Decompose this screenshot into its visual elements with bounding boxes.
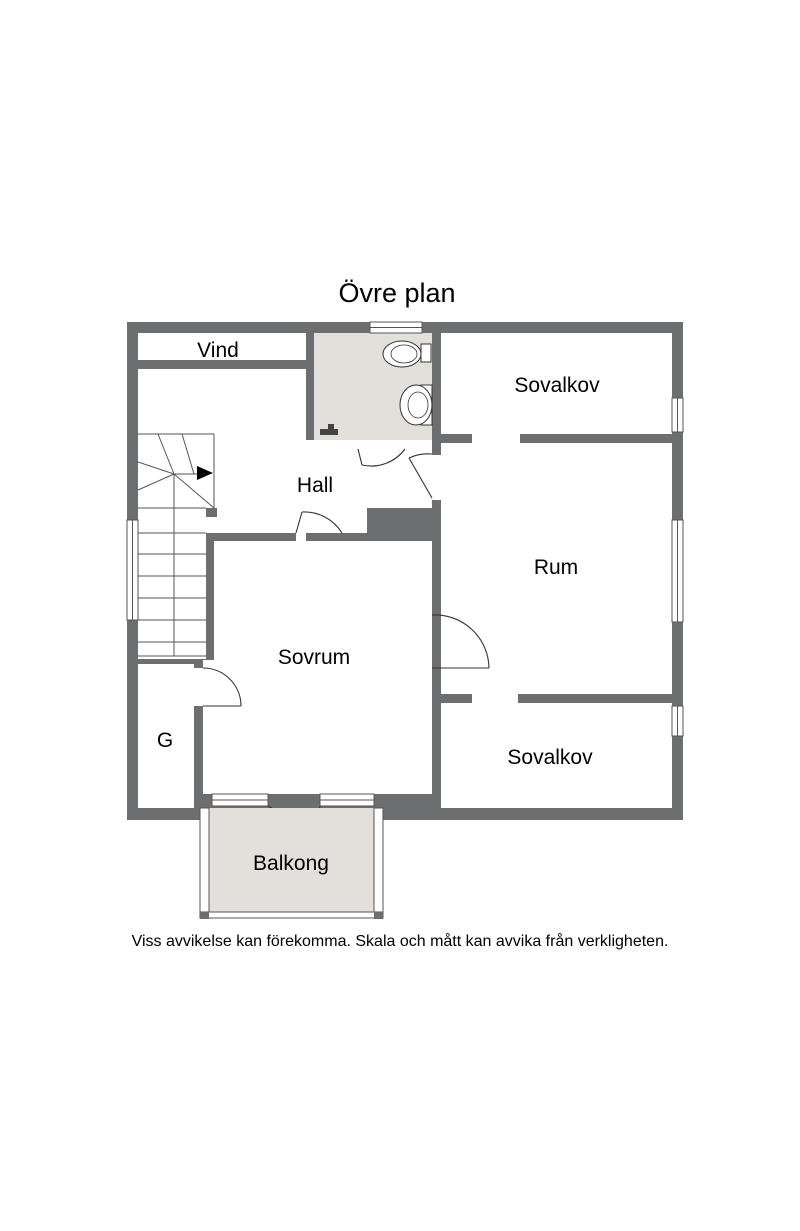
staircase — [137, 433, 217, 657]
window-sovrum-right — [319, 793, 375, 807]
vind-floor — [138, 333, 306, 360]
stair-arrow-icon — [197, 466, 213, 480]
sovalkov-top-floor — [441, 333, 672, 434]
sovrum-floor-b — [203, 660, 432, 794]
room-label-vind: Vind — [197, 339, 239, 362]
window-rum — [671, 519, 684, 623]
balcony — [199, 807, 384, 919]
window-sovrum-left — [211, 793, 269, 807]
sovalkov-bottom-floor — [441, 703, 672, 808]
plan-title: Övre plan — [338, 278, 455, 308]
windows — [126, 321, 684, 807]
sink-icon — [399, 384, 433, 426]
bathroom-fixtures — [320, 340, 433, 435]
toilet-icon — [382, 340, 432, 368]
room-label-sovalkov-bottom: Sovalkov — [507, 746, 593, 769]
window-sovalkov-top — [671, 397, 684, 433]
rum-floor — [441, 443, 672, 694]
closet-door — [202, 667, 242, 707]
hall-sovrum-door — [295, 511, 343, 534]
room-label-rum: Rum — [534, 556, 578, 579]
room-label-sovalkov-top: Sovalkov — [514, 374, 600, 397]
sovrum-rum-door — [431, 614, 490, 669]
floor-drain-icon — [320, 424, 338, 435]
room-labels: Vind Sovalkov Hall Rum Sovrum G Sovalkov… — [157, 339, 600, 875]
room-label-g: G — [157, 729, 173, 752]
room-label-hall: Hall — [297, 474, 333, 497]
window-sovalkov-bottom — [671, 705, 684, 737]
closet-floor — [138, 664, 194, 808]
room-floors — [138, 333, 672, 808]
bathroom-door — [357, 448, 406, 467]
hall-rum-door — [408, 453, 433, 499]
disclaimer-text: Viss avvikelse kan förekomma. Skala och … — [132, 932, 669, 950]
window-stair — [126, 519, 139, 621]
room-label-balkong: Balkong — [253, 852, 329, 875]
interior-walls — [194, 434, 520, 808]
room-label-sovrum: Sovrum — [278, 646, 350, 669]
window-bathroom — [369, 321, 423, 334]
